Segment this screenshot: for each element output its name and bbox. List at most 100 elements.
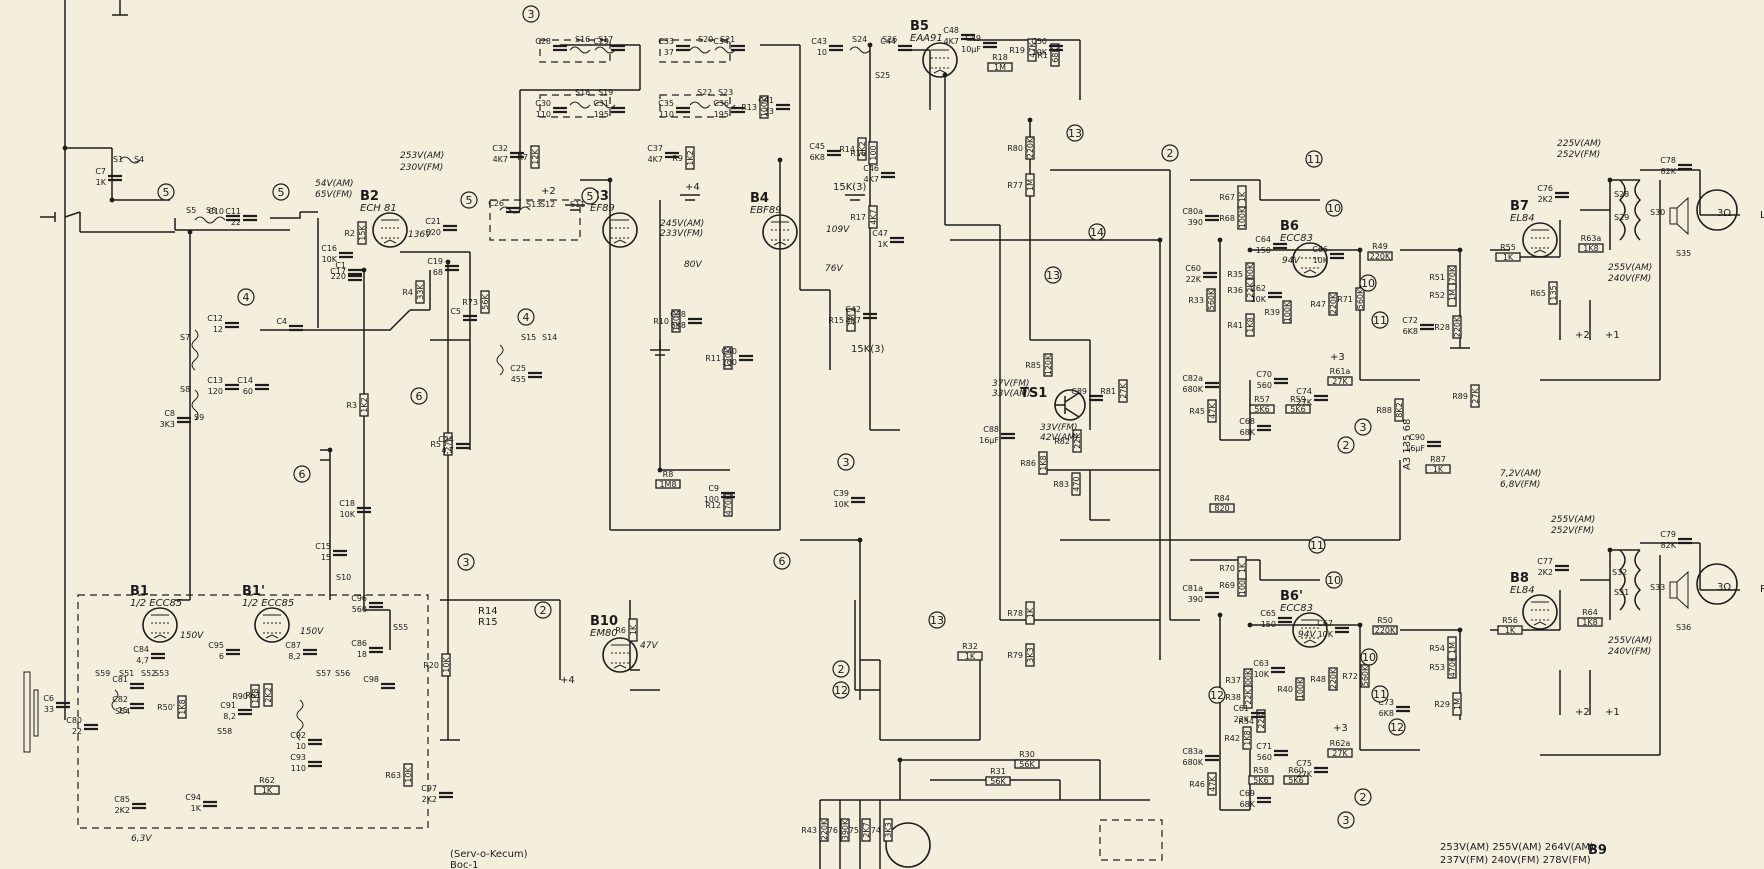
tube-anode xyxy=(611,644,629,669)
resistor-ref: R79 xyxy=(1007,651,1023,660)
junction-dot xyxy=(777,157,783,163)
capacitor-ref: C40 xyxy=(721,347,737,356)
capacitor-plates xyxy=(1330,252,1344,260)
resistor-ref: R43 xyxy=(801,826,817,835)
misc-label: 15K(3) xyxy=(833,182,867,193)
tube-envelope xyxy=(602,637,638,673)
resistor-body xyxy=(987,62,1013,72)
capacitor-plates xyxy=(863,312,877,320)
stage-number: 10 xyxy=(1327,574,1341,587)
resistor-ref: R65 xyxy=(1530,289,1546,298)
capacitor-value: 10K xyxy=(340,510,356,519)
capacitor-value: 2K2 xyxy=(115,806,130,815)
component-c5: C5 xyxy=(450,307,477,322)
capacitor-plates xyxy=(1001,432,1015,440)
tube-name: B2 xyxy=(360,189,379,204)
stage-circle-icon xyxy=(157,183,175,201)
resistor-body xyxy=(1495,252,1521,262)
resistor-body xyxy=(443,432,453,456)
resistor-value: 22K xyxy=(1246,282,1255,298)
resistor-body xyxy=(1327,376,1353,386)
resistor-value: 1K xyxy=(965,652,976,661)
capacitor-value: 68 xyxy=(433,268,443,277)
resistor-ref: R13 xyxy=(741,103,757,112)
capacitor-plates xyxy=(1205,214,1219,222)
resistor-ref: R48 xyxy=(1310,675,1326,684)
capacitor-plates xyxy=(226,648,240,656)
tube-anode xyxy=(263,614,281,639)
stage-number-badge: 10 xyxy=(1360,648,1378,666)
capacitor-plates xyxy=(1420,323,1434,331)
junction-dot xyxy=(361,267,367,273)
switch-label: S32 xyxy=(1612,568,1627,577)
resistor-value: 56K xyxy=(990,777,1006,786)
switch-label: S14 xyxy=(542,333,557,342)
switch-label: S15 xyxy=(521,333,536,342)
capacitor-ref: C35 xyxy=(658,99,674,108)
resistor-body xyxy=(1038,451,1048,475)
tube-type: ECC83 xyxy=(1280,233,1313,244)
resistor-body xyxy=(254,785,280,795)
resistor-value: 27K xyxy=(1332,749,1348,758)
stage-number-badge: 13 xyxy=(928,611,946,629)
capacitor-ref: C85 xyxy=(114,795,130,804)
component-c29: C29 xyxy=(593,37,625,52)
capacitor-ref: C37 xyxy=(647,144,663,153)
capacitor-ref: C79 xyxy=(1660,530,1676,539)
capacitor-plates xyxy=(528,371,542,379)
resistor-body xyxy=(857,137,867,161)
resistor-ref: R52 xyxy=(1429,291,1445,300)
voltage-note: 109V xyxy=(826,225,850,235)
capacitor-value: 4K7 xyxy=(648,155,663,164)
capacitor-plates xyxy=(1273,242,1287,250)
stage-circle-icon xyxy=(534,601,552,619)
stage-number: 2 xyxy=(540,604,547,617)
resistor-ref: R83 xyxy=(1053,480,1069,489)
resistor-body xyxy=(263,683,273,707)
stage-number-badge: 3 xyxy=(1354,418,1372,436)
resistor-value: 1M xyxy=(1453,698,1462,710)
switch-label: S4 xyxy=(134,155,144,164)
component-c44: C44 xyxy=(880,37,912,52)
capacitor-ref: C31 xyxy=(593,99,609,108)
capacitor-ref: C68 xyxy=(1239,417,1255,426)
capacitor-ref: C39 xyxy=(833,489,849,498)
capacitor-ref: C96 xyxy=(351,594,367,603)
capacitor-plates xyxy=(308,738,322,746)
stage-number: 2 xyxy=(1167,147,1174,160)
stage-number-badge: 13 xyxy=(1066,124,1084,142)
stage-number: 4 xyxy=(523,311,530,324)
capacitor-plates xyxy=(463,314,477,322)
resistor-ref: R36 xyxy=(1227,286,1243,295)
capacitor-plates xyxy=(776,103,790,111)
din-socket-input-icon xyxy=(885,822,931,868)
capacitor-plates xyxy=(1278,616,1292,624)
stage-number-badge: 2 xyxy=(534,601,552,619)
resistor-value: 1K8 xyxy=(1582,618,1597,627)
antenna-bar-2 xyxy=(33,689,39,737)
resistor-ref: R63 xyxy=(385,771,401,780)
resistor-body xyxy=(723,346,733,370)
resistor-ref: R53 xyxy=(1429,663,1445,672)
resistor-body xyxy=(441,653,451,677)
capacitor-ref: C82 xyxy=(112,695,128,704)
tube-envelope xyxy=(1292,242,1328,278)
